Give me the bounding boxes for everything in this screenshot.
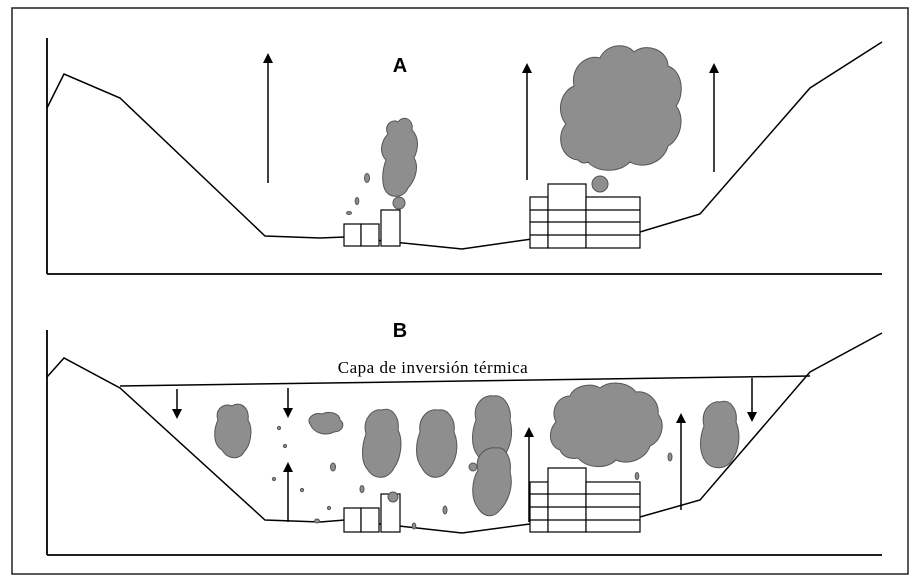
smoke-plume: [362, 408, 402, 478]
factory-building: [343, 209, 401, 247]
smoke-plume: [550, 382, 663, 467]
smoke-plume: [472, 447, 512, 517]
panel-a-valley-profile: [46, 41, 883, 250]
factory-building: [529, 467, 641, 533]
outer-border: [11, 7, 909, 575]
trapped-smoke: [214, 382, 740, 530]
panel-a-label: A: [393, 55, 407, 77]
smoke-plume: [700, 400, 740, 469]
smoke-plume: [559, 45, 682, 193]
smoke-plume: [214, 403, 252, 459]
smoke-plume: [416, 409, 458, 478]
factory-building: [343, 493, 401, 533]
panel-b: B Capa de inversión térmica: [46, 320, 883, 556]
smoke-plume: [308, 411, 344, 435]
inversion-layer-line: [119, 375, 811, 387]
panel-b-valley-profile: [46, 332, 883, 534]
inversion-layer-caption: Capa de inversión térmica: [338, 358, 528, 377]
factory-building: [529, 183, 641, 249]
smoke-plume: [346, 117, 418, 215]
panel-b-label: B: [393, 320, 407, 342]
panel-a: A: [46, 38, 883, 275]
